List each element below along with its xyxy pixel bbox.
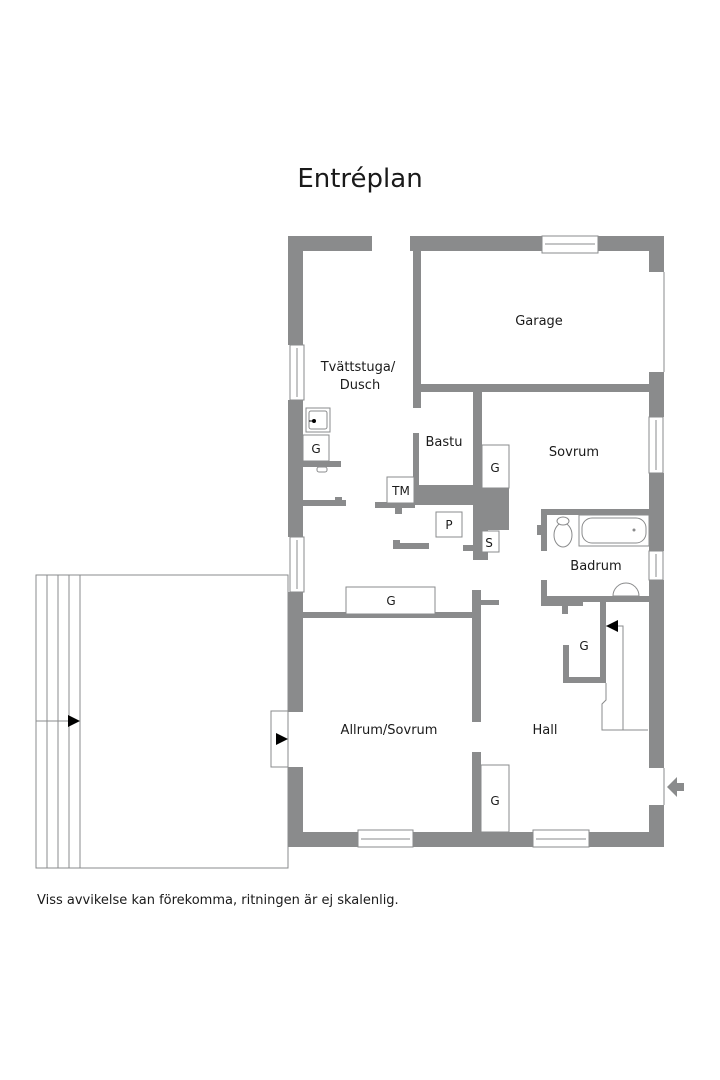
- wardrobe-label: G: [490, 461, 499, 475]
- plan-title: Entréplan: [297, 164, 423, 194]
- outer-walls: [288, 236, 665, 847]
- room-label-bastu: Bastu: [426, 435, 463, 450]
- entrance-arrow-icon: [667, 777, 684, 797]
- terrace: [35, 574, 289, 869]
- windows: [289, 235, 664, 848]
- disclaimer-note: Viss avvikelse kan förekomma, ritningen …: [37, 893, 399, 908]
- door-arrow-icon: [276, 733, 288, 745]
- room-label-tvattstuga: Tvättstuga/: [320, 360, 396, 375]
- room-label-hall: Hall: [533, 723, 558, 738]
- wardrobe-label: G: [579, 639, 588, 653]
- wardrobe-label: G: [311, 442, 320, 456]
- s-label: S: [485, 536, 493, 550]
- p-label: P: [445, 518, 452, 532]
- fixtures: [302, 407, 650, 833]
- room-label-allrum: Allrum/Sovrum: [341, 723, 438, 738]
- room-label-garage: Garage: [515, 314, 563, 329]
- wardrobe-label: G: [490, 794, 499, 808]
- tm-label: TM: [391, 484, 410, 498]
- stairs-arrow-icon: [606, 620, 618, 632]
- terrace-door: [270, 710, 289, 768]
- room-label-dusch: Dusch: [340, 378, 380, 393]
- stairs-arrow-icon: [68, 715, 80, 727]
- room-label-badrum: Badrum: [570, 559, 621, 574]
- wardrobe-label: G: [386, 594, 395, 608]
- room-label-sovrum: Sovrum: [549, 445, 599, 460]
